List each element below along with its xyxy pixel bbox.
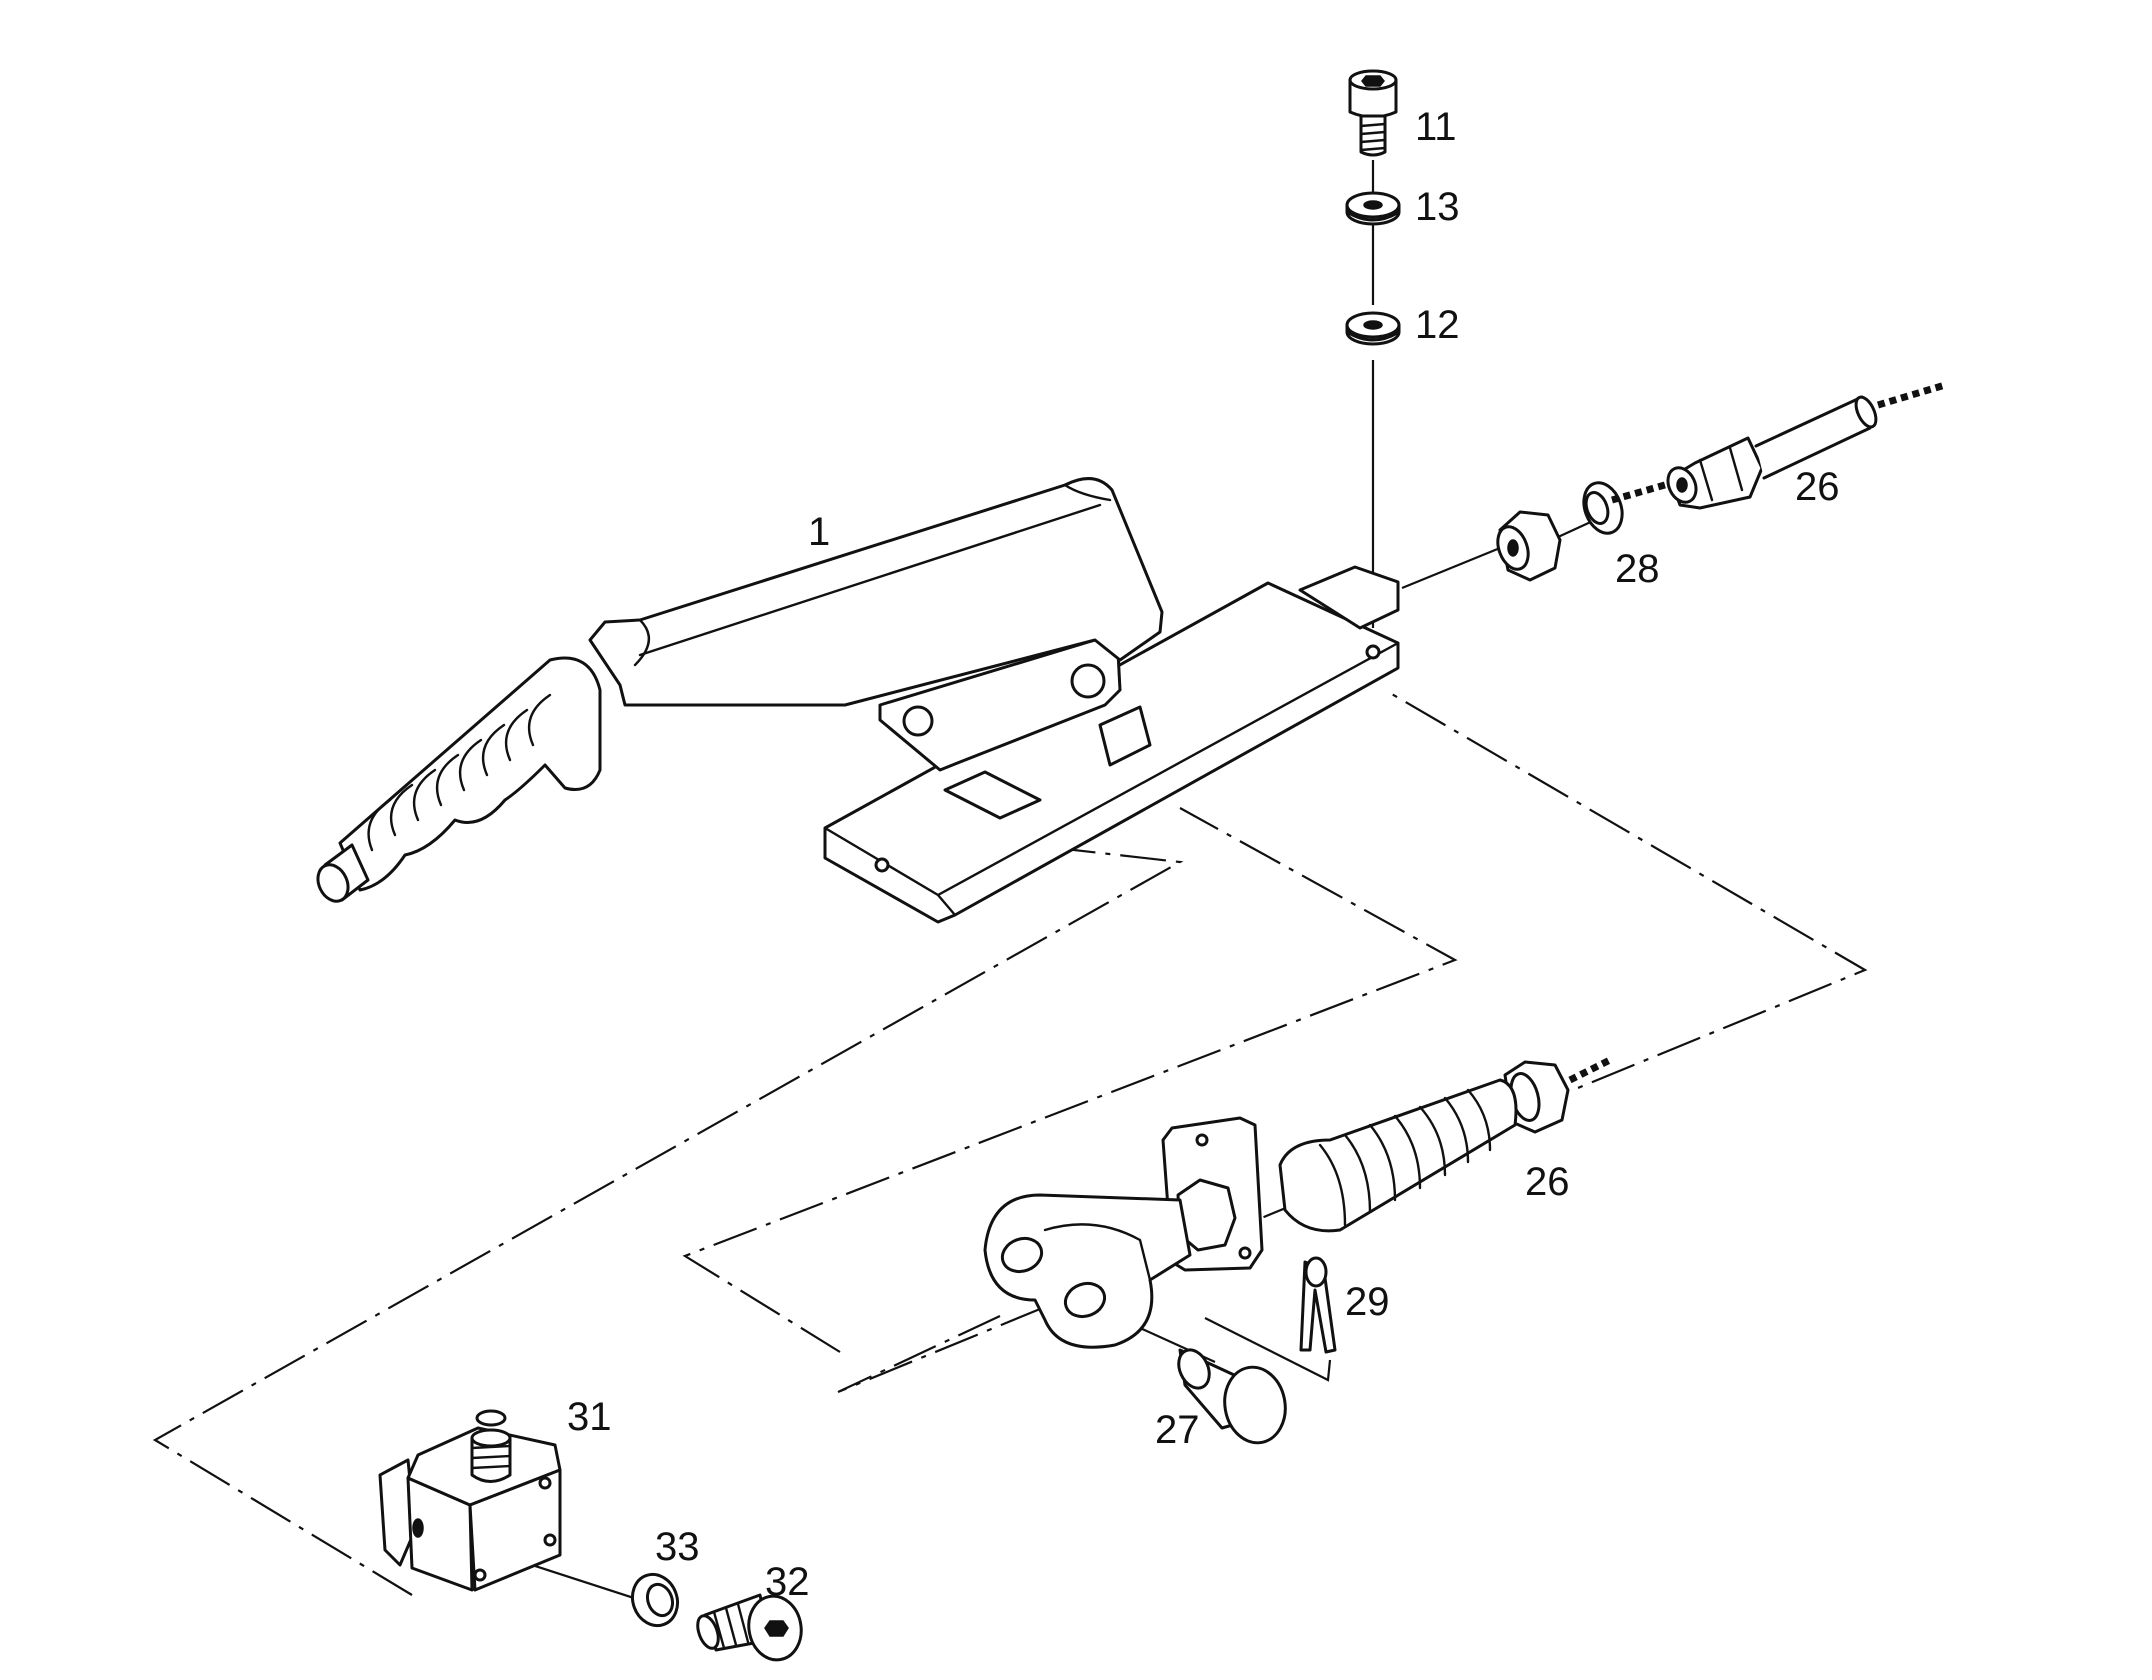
callout-29: 29 (1345, 1280, 1390, 1324)
cable-wire-upper-end (1611, 481, 1666, 504)
bracket-slot (943, 770, 1042, 820)
callout-13: 13 (1415, 185, 1460, 229)
cable-end-upper-26 (1611, 381, 1947, 510)
clevis-pin-head (1223, 1365, 1287, 1445)
switch-mounting-hole (412, 1518, 424, 1538)
clevis-pin-27 (1177, 1348, 1287, 1445)
boot-ribs (1318, 1088, 1492, 1227)
callout-28: 28 (1615, 547, 1660, 591)
leader-switch-to-lever (152, 843, 1184, 1596)
lever-pivot-bolt (1070, 663, 1106, 699)
microswitch-31 (378, 1409, 562, 1592)
bracket-plate-edge (823, 641, 1400, 917)
release-button-cap (316, 863, 350, 903)
clevis-hole-front (1063, 1281, 1107, 1319)
lever-grip (338, 656, 602, 892)
switch-body-right (468, 1468, 562, 1592)
bracket-hole-rear (1365, 644, 1381, 660)
callout-27: 27 (1155, 1408, 1200, 1452)
clevis-hole-rear (1000, 1236, 1044, 1274)
washer-13 (1345, 191, 1401, 226)
callout-12: 12 (1415, 303, 1460, 347)
rubber-boot (1278, 1078, 1518, 1233)
callout-11: 11 (1415, 105, 1457, 149)
washer-12 (1345, 311, 1401, 346)
washer-28 (1582, 481, 1624, 535)
cable-wire-lower-continuation (1568, 1056, 1612, 1084)
clevis-yoke (983, 1193, 1192, 1349)
handbrake-lever-assembly (316, 477, 1400, 924)
screw-32 (696, 1593, 803, 1662)
callout-26-upper: 26 (1795, 465, 1840, 509)
cable-wire-upper-continuation (1876, 381, 1947, 409)
axis-nut-to-bracket (1401, 546, 1501, 590)
callout-26-lower: 26 (1525, 1160, 1570, 1204)
callout-33: 33 (655, 1525, 700, 1569)
grip-ribs (367, 693, 552, 852)
mounting-bracket-side-tab (1298, 565, 1400, 630)
callout-1: 1 (808, 510, 830, 554)
clevis-fork-edge (1043, 1223, 1152, 1282)
lever-arm-top-edge (633, 483, 1112, 667)
cable-nut (1496, 510, 1562, 582)
switch-plunger (470, 1436, 512, 1483)
bolt-threads (1359, 122, 1387, 152)
axis-pin-to-cotter (1204, 1317, 1332, 1382)
cable-assembly-lower-26 (983, 1056, 1612, 1349)
lever-arm (588, 477, 1164, 707)
callout-labels: 1 11 13 12 26 28 26 29 27 31 33 32 (567, 105, 1840, 1604)
cotter-pin-29 (1299, 1256, 1337, 1354)
bracket-hole-front (874, 857, 890, 873)
bracket-slot-rear (1098, 705, 1152, 767)
callout-31: 31 (567, 1395, 612, 1439)
switch-body-side (378, 1458, 417, 1567)
washer-33 (630, 1572, 680, 1628)
bolt-hex-socket (1361, 75, 1385, 87)
callout-32: 32 (765, 1560, 810, 1604)
lever-pivot-hole (902, 705, 934, 737)
leader-clevis-to-bracket (682, 807, 1458, 1353)
bolt-11 (1348, 69, 1398, 157)
lever-arm-ridge (638, 503, 1102, 657)
